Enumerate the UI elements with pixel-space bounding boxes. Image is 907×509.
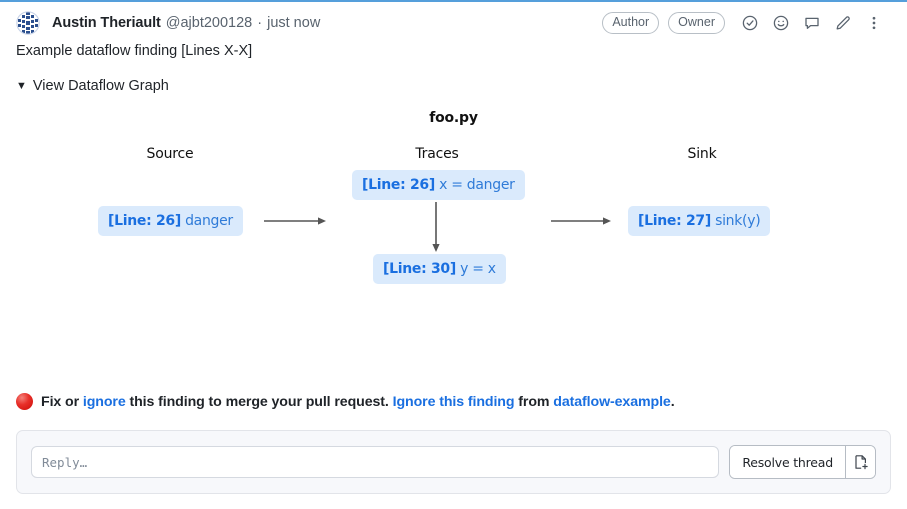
comment-text: Example dataflow finding [Lines X-X] xyxy=(16,43,253,59)
finding-notice: Fix or ignore this finding to merge your… xyxy=(16,393,675,410)
ignore-link[interactable]: ignore xyxy=(82,393,126,410)
node-trace-1[interactable]: [Line: 26] x = danger xyxy=(352,170,525,200)
node-sink-line: [Line: 27] xyxy=(638,213,711,229)
notice-part-2: this finding to merge your pull request. xyxy=(125,393,393,410)
reply-actions: Resolve thread xyxy=(729,445,876,479)
header-actions: Author Owner xyxy=(602,12,885,34)
node-trace-1-line: [Line: 26] xyxy=(362,177,435,193)
notice-part-1: Fix or xyxy=(41,393,83,410)
header-separator: · xyxy=(257,15,263,31)
node-sink[interactable]: [Line: 27] sink(y) xyxy=(628,206,771,236)
column-label-sink: Sink xyxy=(687,146,717,162)
smiley-icon[interactable] xyxy=(770,12,792,34)
new-file-icon[interactable] xyxy=(845,446,875,478)
resolve-thread-button[interactable]: Resolve thread xyxy=(730,446,845,478)
notice-part-4: . xyxy=(670,393,675,410)
node-source-line: [Line: 26] xyxy=(108,213,181,229)
node-source[interactable]: [Line: 26] danger xyxy=(98,206,243,236)
node-sink-code: sink(y) xyxy=(715,213,761,229)
dataflow-graph: foo.py Source Traces Sink [Line: 26] dan… xyxy=(0,102,907,357)
node-trace-2[interactable]: [Line: 30] y = x xyxy=(373,254,506,284)
kebab-menu-icon[interactable] xyxy=(863,12,885,34)
avatar[interactable] xyxy=(16,11,40,35)
column-label-traces: Traces xyxy=(415,146,459,162)
view-dataflow-graph-label: View Dataflow Graph xyxy=(32,78,169,94)
comment-icon[interactable] xyxy=(801,12,823,34)
badge-owner: Owner xyxy=(668,12,725,34)
column-label-source: Source xyxy=(146,146,194,162)
node-source-code: danger xyxy=(185,213,233,229)
author-handle[interactable]: @ajbt200128 xyxy=(165,15,253,31)
edge-trace-1-to-trace-2 xyxy=(430,202,442,252)
edge-trace-2-to-sink xyxy=(551,214,611,226)
check-circle-icon[interactable] xyxy=(739,12,761,34)
top-accent-rule xyxy=(0,0,907,2)
view-dataflow-graph-toggle[interactable]: ▼ View Dataflow Graph xyxy=(0,62,185,96)
node-trace-1-code: x = danger xyxy=(439,177,515,193)
reply-container: Resolve thread xyxy=(16,430,891,494)
edge-source-to-trace-1 xyxy=(264,214,326,226)
comment-header: Austin Theriault @ajbt200128 · just now … xyxy=(0,2,907,36)
ignore-this-finding-link[interactable]: Ignore this finding xyxy=(392,393,515,410)
node-trace-2-line: [Line: 30] xyxy=(383,261,456,277)
timestamp: just now xyxy=(267,15,321,31)
reply-input[interactable] xyxy=(31,446,720,478)
badge-author: Author xyxy=(602,12,660,34)
notice-part-3: from xyxy=(514,393,554,410)
author-name[interactable]: Austin Theriault xyxy=(52,15,161,31)
dataflow-example-link[interactable]: dataflow-example xyxy=(553,393,671,410)
node-trace-2-code: y = x xyxy=(460,261,496,277)
chevron-down-icon: ▼ xyxy=(16,80,27,92)
red-circle-icon xyxy=(16,393,33,410)
graph-file-title: foo.py xyxy=(429,110,478,126)
pencil-icon[interactable] xyxy=(832,12,854,34)
